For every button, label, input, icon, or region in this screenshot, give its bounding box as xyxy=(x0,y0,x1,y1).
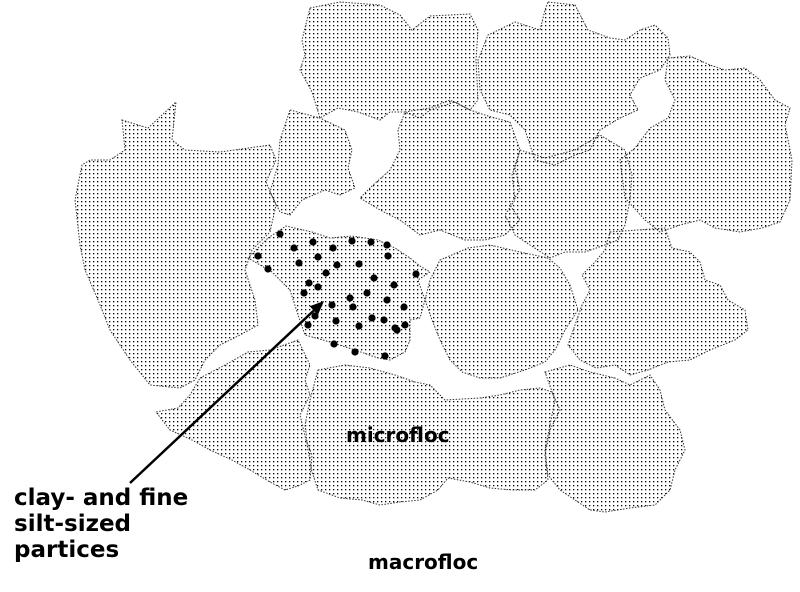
particle-dot xyxy=(264,265,272,273)
particle-dot xyxy=(309,238,317,246)
particle-dot xyxy=(383,241,391,249)
microfloc-label: microfloc xyxy=(346,423,450,447)
particle-dot xyxy=(314,253,322,261)
particle-dot xyxy=(384,252,392,260)
particle-dot xyxy=(332,317,340,325)
particle-dot xyxy=(383,296,391,304)
particle-dot xyxy=(300,289,308,297)
pointer-arrow xyxy=(129,301,324,484)
particle-dot xyxy=(412,270,420,278)
particle-dot xyxy=(368,314,376,322)
particle-dot xyxy=(304,321,312,329)
microfloc-center-top xyxy=(359,99,521,241)
particle-dot xyxy=(380,316,388,324)
particle-dot xyxy=(295,259,303,267)
particle-dot xyxy=(349,303,357,311)
particle-dot xyxy=(276,230,284,238)
microfloc-top-right xyxy=(477,1,671,166)
particle-dot xyxy=(367,238,375,246)
microfloc-center-middle xyxy=(424,244,579,379)
particle-dot xyxy=(355,322,363,330)
clay-silt-particles xyxy=(254,230,420,360)
particle-dot xyxy=(254,252,262,260)
particles-label-line-2: silt-sized xyxy=(14,510,132,537)
macrofloc xyxy=(74,1,793,513)
particle-dot xyxy=(290,244,298,252)
particle-dot xyxy=(329,244,337,252)
microfloc-right-middle xyxy=(567,227,749,376)
particle-dot xyxy=(314,283,322,291)
microfloc-right xyxy=(619,55,793,233)
microfloc-highlighted xyxy=(247,225,431,361)
particle-dot xyxy=(311,312,319,320)
particle-dot xyxy=(355,260,363,268)
particle-dot xyxy=(333,261,341,269)
microfloc-bottom-right xyxy=(544,364,686,513)
particle-dot xyxy=(305,279,313,287)
particles-label-line-3: partices xyxy=(14,536,120,563)
particle-dot xyxy=(348,237,356,245)
particles-label: clay- and fine silt-sized partices xyxy=(14,485,189,563)
particle-dot xyxy=(400,303,408,311)
particle-dot xyxy=(351,348,359,356)
microfloc-lower-left xyxy=(155,339,313,491)
particles-label-line-1: clay- and fine xyxy=(14,485,189,511)
particle-dot xyxy=(330,340,338,348)
particle-dot xyxy=(401,321,409,329)
microfloc-center-right xyxy=(504,134,633,259)
microfloc-left xyxy=(74,100,277,389)
particle-dot xyxy=(346,294,354,302)
microfloc-bottom-center xyxy=(304,364,561,506)
particle-dot xyxy=(363,289,371,297)
microfloc-middle-upper xyxy=(269,109,356,216)
particle-dot xyxy=(322,269,330,277)
particle-dot xyxy=(381,352,389,360)
particle-dot xyxy=(328,301,336,309)
particle-dot xyxy=(370,274,378,282)
macrofloc-label: macrofloc xyxy=(368,550,479,574)
particle-dot xyxy=(393,326,401,334)
particle-dot xyxy=(390,281,398,289)
